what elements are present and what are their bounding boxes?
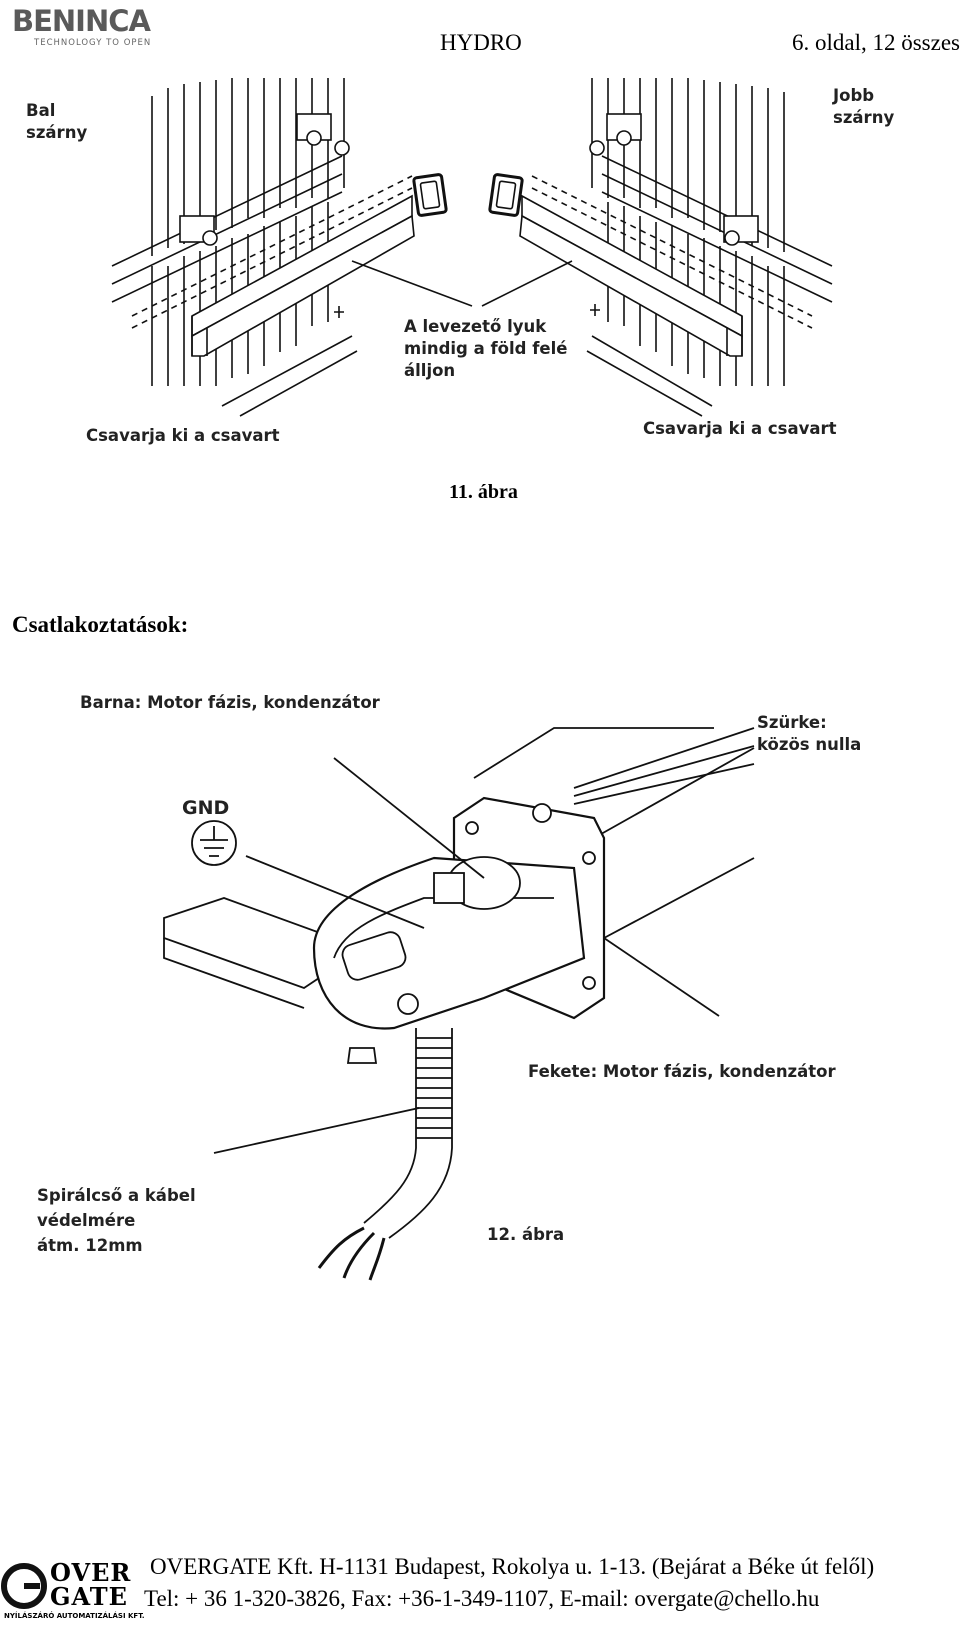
page-number: 6. oldal, 12 összes	[791, 30, 960, 55]
logo-word-over: OVER	[50, 1558, 132, 1587]
label-unscrew-right: Csavarja ki a csavart	[643, 419, 837, 438]
label-grey-wire: Szürke: közös nulla	[757, 713, 862, 754]
label-left-wing: Bal szárny	[26, 101, 88, 142]
figure-11-drawing	[12, 66, 930, 466]
document-title: HYDRO	[440, 30, 522, 55]
label-black-wire: Fekete: Motor fázis, kondenzátor	[528, 1062, 836, 1081]
label-gnd: GND	[182, 797, 230, 819]
figure-12-drawing	[14, 668, 876, 1300]
logo-tagline: NYÍLÁSZÁRÓ AUTOMATIZÁLÁSI KFT.	[4, 1612, 145, 1620]
footer-address: OVERGATE Kft. H-1131 Budapest, Rokolya u…	[150, 1554, 875, 1579]
label-unscrew-left: Csavarja ki a csavart	[86, 426, 280, 445]
overgate-logo-mark	[1, 1563, 47, 1609]
brand-name: BENINCA	[12, 4, 151, 38]
figure-12-caption: 12. ábra	[487, 1225, 565, 1244]
label-spiral-tube: Spirálcső a kábel védelmére átm. 12mm	[37, 1186, 196, 1255]
section-heading: Csatlakoztatások:	[12, 612, 189, 637]
motor-connection-illustration	[163, 727, 755, 1281]
gate-wings-illustration	[111, 78, 833, 417]
ground-symbol	[191, 820, 237, 866]
label-right-wing: Jobb szárny	[833, 86, 895, 127]
label-brown-wire: Barna: Motor fázis, kondenzátor	[80, 693, 380, 712]
brand-tagline: TECHNOLOGY TO OPEN	[34, 38, 152, 48]
logo-word-gate: GATE	[50, 1582, 128, 1611]
terminal-housing	[312, 856, 586, 1030]
spiral-tube	[363, 1028, 453, 1239]
beninca-logo: BENINCA TECHNOLOGY TO OPEN	[12, 4, 172, 50]
right-rail	[601, 155, 833, 303]
footer-contact: Tel: + 36 1-320-3826, Fax: +36-1-349-110…	[144, 1586, 820, 1611]
mounting-arm	[163, 897, 335, 989]
overgate-logo: OVER GATE NYÍLÁSZÁRÓ AUTOMATIZÁLÁSI KFT.	[0, 1558, 145, 1623]
left-rail	[111, 155, 343, 303]
motor-body	[473, 727, 714, 779]
figure-11-caption: 11. ábra	[449, 481, 518, 503]
label-drain-hole: A levezető lyuk mindig a föld felé álljo…	[404, 317, 568, 380]
